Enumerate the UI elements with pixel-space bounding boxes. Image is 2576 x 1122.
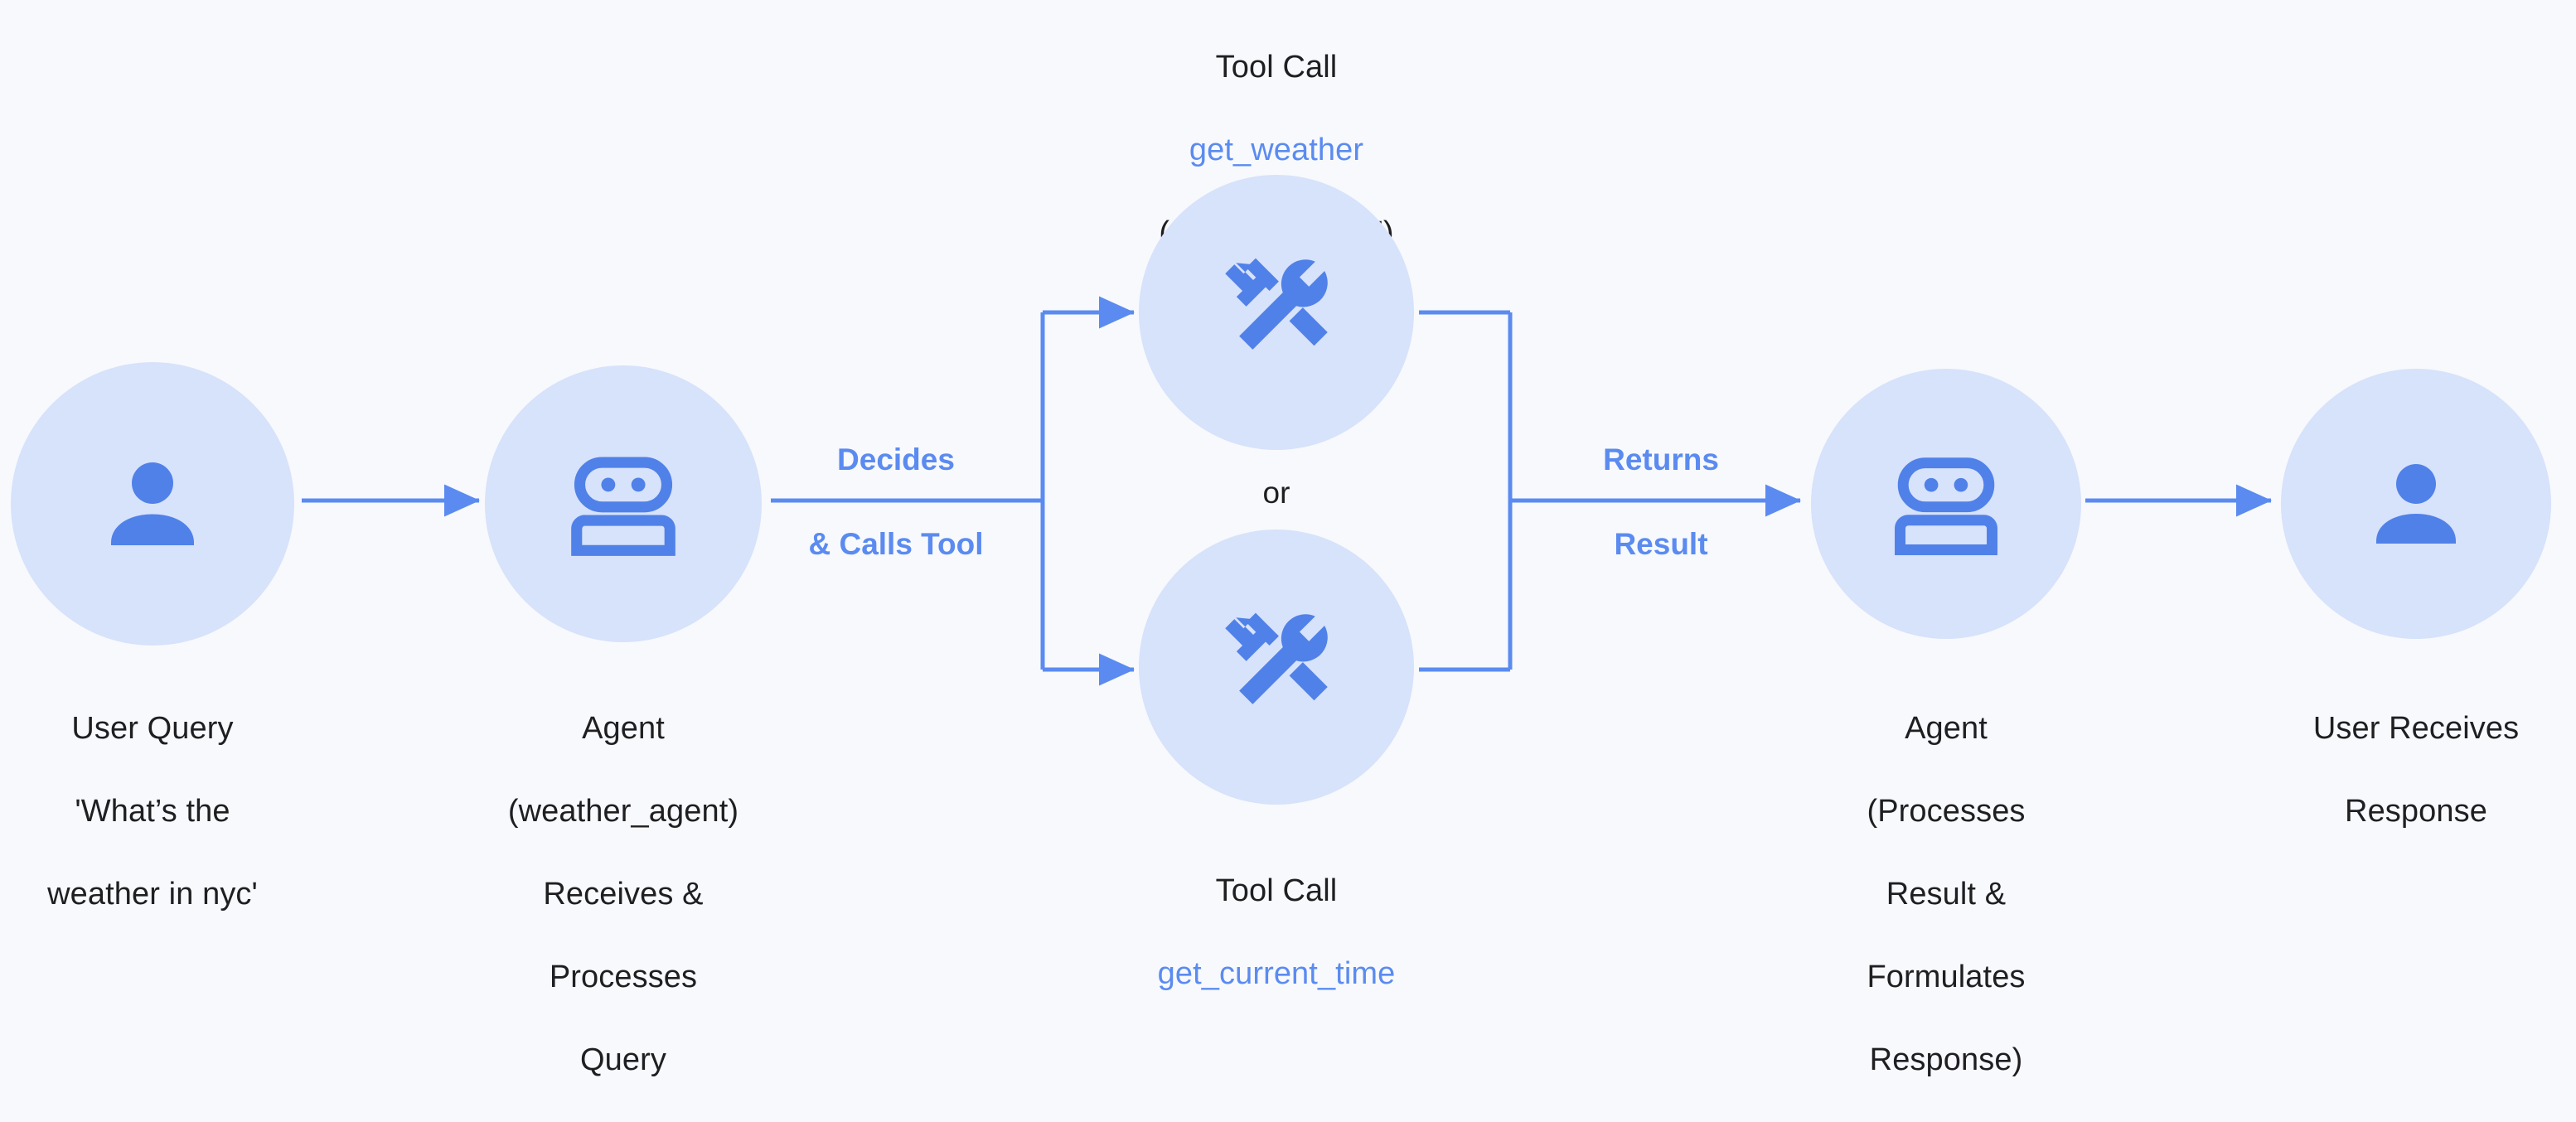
edge-label-line: Result: [1614, 527, 1708, 561]
robot-icon: [561, 442, 685, 566]
caption-line: Response): [1869, 1042, 2023, 1077]
caption-line: Receives &: [543, 877, 704, 912]
caption-line: Result &: [1886, 877, 2007, 912]
caption-line: Tool Call: [1215, 873, 1338, 908]
tools-icon: [1212, 248, 1341, 377]
node-agent-processes[interactable]: [1811, 369, 2081, 639]
person-icon: [2356, 444, 2476, 563]
caption-agent-processes: Agent (Processes Result & Formulates Res…: [1794, 666, 2099, 1122]
caption-line: 'What’s the: [75, 794, 230, 829]
caption-line: weather in nyc': [47, 877, 258, 912]
tools-icon: [1212, 602, 1341, 732]
robot-icon: [1885, 443, 2007, 565]
caption-line: Response: [2345, 794, 2487, 829]
diagram-canvas: User Query 'What’s the weather in nyc' A…: [0, 50, 2569, 1077]
node-tool-get-current-time[interactable]: [1139, 530, 1414, 805]
edge-label-decides: Decides & Calls Tool: [787, 396, 1005, 607]
node-tool-get-weather[interactable]: [1139, 175, 1414, 450]
edge-label-line: & Calls Tool: [808, 527, 984, 561]
caption-line: Processes: [549, 960, 698, 994]
node-user-receives-response[interactable]: [2281, 369, 2551, 639]
edge-label-returns-result: Returns Result: [1558, 396, 1764, 607]
caption-user-query: User Query 'What’s the weather in nyc': [0, 666, 305, 956]
caption-user-receives-response: User Receives Response: [2264, 666, 2569, 873]
caption-function-name: get_current_time: [1157, 956, 1396, 991]
node-user-query[interactable]: [11, 362, 294, 646]
node-agent-receives[interactable]: [485, 365, 762, 642]
caption-line: Formulates: [1867, 960, 2026, 994]
caption-line: Query: [580, 1042, 666, 1077]
caption-line: Agent: [582, 711, 665, 746]
branch-or-label: or: [1194, 476, 1359, 510]
caption-line: (Processes: [1867, 794, 2026, 829]
caption-line: Agent: [1905, 711, 1988, 746]
person-icon: [90, 442, 215, 566]
caption-tool-time: Tool Call get_current_time: [1124, 829, 1429, 1036]
caption-line: User Query: [71, 711, 234, 746]
caption-line: User Receives: [2312, 711, 2520, 746]
caption-function-name: get_weather: [1189, 133, 1364, 167]
caption-line: (weather_agent): [507, 794, 739, 829]
edge-label-line: Decides: [837, 443, 955, 476]
or-text: or: [1262, 476, 1290, 510]
caption-line: Tool Call: [1215, 50, 1338, 85]
edge-label-line: Returns: [1603, 443, 1719, 476]
caption-agent-receives: Agent (weather_agent) Receives & Process…: [471, 666, 776, 1122]
